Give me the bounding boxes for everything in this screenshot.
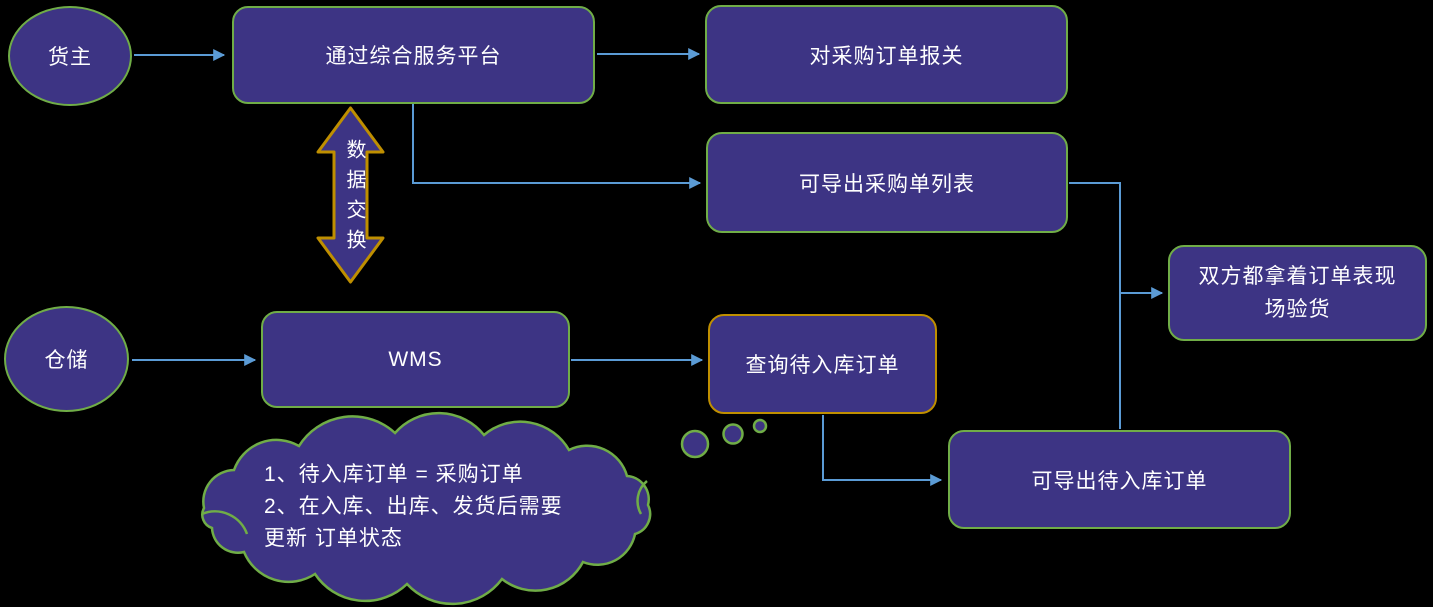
cloud-note-line1: 1、待入库订单 = 采购订单 [264,463,524,486]
thought-bubble-small [752,418,768,434]
cloud-note: 1、待入库订单 = 采购订单 2、在入库、出库、发货后需要 更新 订单状态 [264,459,563,555]
node-query-inbound-orders-label: 查询待入库订单 [745,354,900,377]
node-customs-declare: 对采购订单报关 [705,5,1068,104]
cloud-note-line2: 2、在入库、出库、发货后需要 [264,495,563,518]
thought-bubble-large [680,429,710,459]
node-export-inbound-orders: 可导出待入库订单 [948,430,1291,529]
node-export-inbound-orders-label: 可导出待入库订单 [1031,469,1208,493]
node-owner: 货主 [8,6,132,106]
node-wms-label: WMS [388,347,443,371]
node-platform-label: 通过综合服务平台 [325,45,502,68]
data-exchange-label: 数据交换 [343,139,365,259]
thought-bubble-medium [722,423,744,445]
cloud-note-line3: 更新 订单状态 [264,527,403,550]
connector-platform-to-export-purchase [412,104,702,189]
node-query-inbound-orders: 查询待入库订单 [708,314,937,414]
node-warehouse: 仓储 [4,306,129,412]
data-exchange-updown-arrow [316,106,385,284]
node-customs-declare-label: 对采购订单报关 [809,44,964,68]
node-wms: WMS [261,311,570,408]
connector-export-purchase-trunk [1069,182,1121,429]
node-platform: 通过综合服务平台 [232,6,595,104]
cloud-curl-left [201,510,249,535]
node-warehouse-label: 仓储 [44,349,89,372]
node-export-purchase-list-label: 可导出采购单列表 [799,172,975,196]
cloud-curl-right [636,480,648,515]
node-site-inspection-label: 双方都拿着订单表现 场验货 [1198,265,1397,321]
node-site-inspection: 双方都拿着订单表现 场验货 [1168,245,1427,341]
node-export-purchase-list: 可导出采购单列表 [706,132,1068,233]
connector-query-to-export-inbound [822,415,943,486]
node-owner-label: 货主 [48,46,92,69]
thought-cloud [201,411,652,606]
